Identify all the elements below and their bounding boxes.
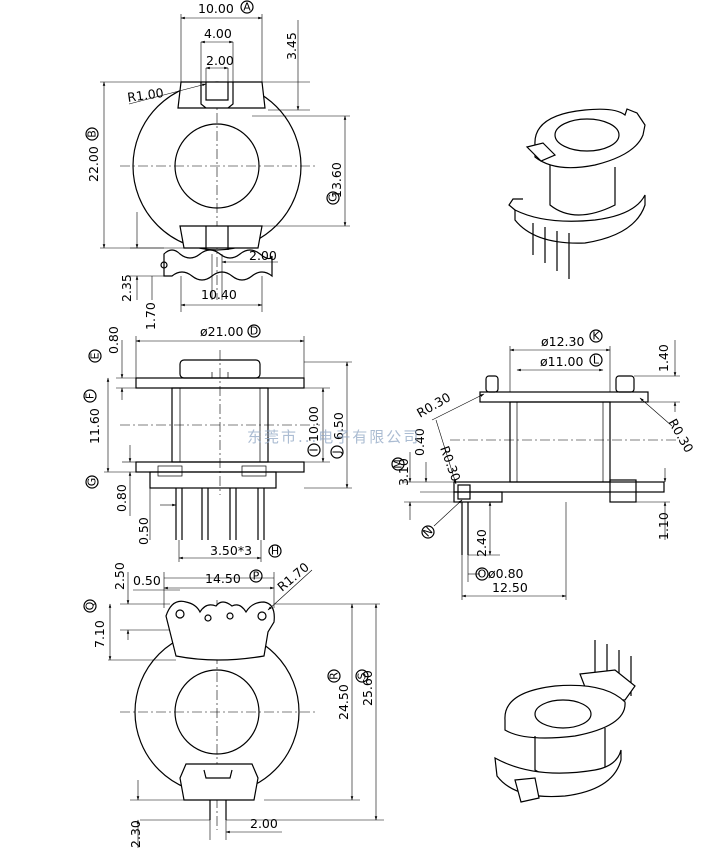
bottom-tab-width: 2.00 — [250, 816, 278, 831]
top-radius: R1.00 — [126, 85, 164, 105]
dimension-tag: I — [308, 448, 321, 451]
dimension-tag: B — [86, 130, 99, 138]
bottom-radius: R1.70 — [274, 559, 312, 594]
dimension-tag: O — [478, 568, 487, 581]
side-length: 12.50 — [492, 580, 528, 595]
top-view: 10.00 A 4.00 2.00 3.45 R1.00 22.00 B 13.… — [85, 0, 350, 330]
front-flange: 0.80 — [106, 326, 121, 354]
dimension-tag: R — [328, 672, 341, 680]
dimension-tag: N — [420, 524, 435, 539]
bottom-top: 2.50 — [112, 562, 127, 590]
dimension-tag: H — [271, 545, 279, 558]
dimension-tag: P — [253, 570, 260, 583]
top-lip: 3.45 — [284, 32, 299, 60]
bottom-view: 14.50 P 0.50 R1.70 2.50 7.10 Q 24.50 R 2… — [83, 559, 384, 848]
side-outer: ø12.30 — [541, 334, 584, 349]
dimension-tag: J — [331, 450, 344, 454]
top-offset2: 1.70 — [143, 302, 158, 330]
bottom-total: 25.60 — [360, 670, 375, 706]
bottom-depth: 7.10 — [92, 620, 107, 648]
front-winding-height: 10.00 — [306, 406, 321, 442]
dimension-tag: G — [86, 478, 99, 487]
front-diameter: ø21.00 — [200, 324, 243, 339]
top-pin-gap: 2.00 — [249, 248, 277, 263]
front-view: ø21.00 D 0.80 E 11.60 F 10.00 I 6.50 J 0… — [83, 324, 352, 562]
front-base-flange: 0.80 — [114, 484, 129, 512]
bottom-tab-depth: 2.30 — [128, 820, 143, 848]
bottom-pin-width: 0.50 — [133, 573, 161, 588]
side-pin-dia: ø0.80 — [488, 566, 524, 581]
front-pitch: 3.50*3 — [210, 543, 252, 558]
side-view: ø12.30 K ø11.00 L 1.40 R0.30 R0.30 R0.30… — [391, 329, 697, 600]
top-width: 10.00 — [198, 1, 234, 16]
bottom-span: 14.50 — [205, 571, 241, 586]
top-height: 22.00 — [86, 146, 101, 182]
side-radius3: R0.30 — [665, 416, 696, 455]
top-slot-inner: 2.00 — [206, 53, 234, 68]
top-slot-outer: 4.00 — [204, 26, 232, 41]
side-right-gap: 1.10 — [656, 512, 671, 540]
side-radius1: R0.30 — [414, 389, 453, 420]
top-base: 10.40 — [201, 287, 237, 302]
front-height: 11.60 — [87, 408, 102, 444]
side-step: 0.40 — [412, 428, 427, 456]
dimension-tag: D — [250, 325, 258, 338]
front-core-height: 6.50 — [331, 412, 346, 440]
watermark-text: 东莞市...电子有限公司 — [247, 428, 420, 446]
front-pin-offset: 0.50 — [136, 517, 151, 545]
dimension-tag: Q — [84, 601, 97, 610]
top-inner: 13.60 — [329, 162, 344, 198]
dimension-tag: L — [593, 354, 600, 367]
dimension-tag: E — [89, 352, 102, 359]
side-top: 1.40 — [656, 344, 671, 372]
side-pin-length: 2.40 — [474, 529, 489, 557]
dimension-tag: K — [592, 330, 600, 343]
side-radius2: R0.30 — [437, 444, 464, 483]
bottom-height: 24.50 — [336, 684, 351, 720]
dimension-tag: S — [356, 672, 369, 679]
dimension-tag: M — [392, 459, 405, 469]
dimension-tag: A — [243, 1, 251, 14]
top-offset: 2.35 — [119, 274, 134, 302]
coil-former-3d-bottom-icon — [494, 640, 636, 803]
coil-former-3d-top-icon — [508, 108, 646, 279]
dimension-tag: F — [84, 393, 97, 399]
side-base: 3.10 — [396, 458, 411, 486]
side-inner: ø11.00 — [540, 354, 583, 369]
dimension-tag: C — [327, 194, 340, 202]
